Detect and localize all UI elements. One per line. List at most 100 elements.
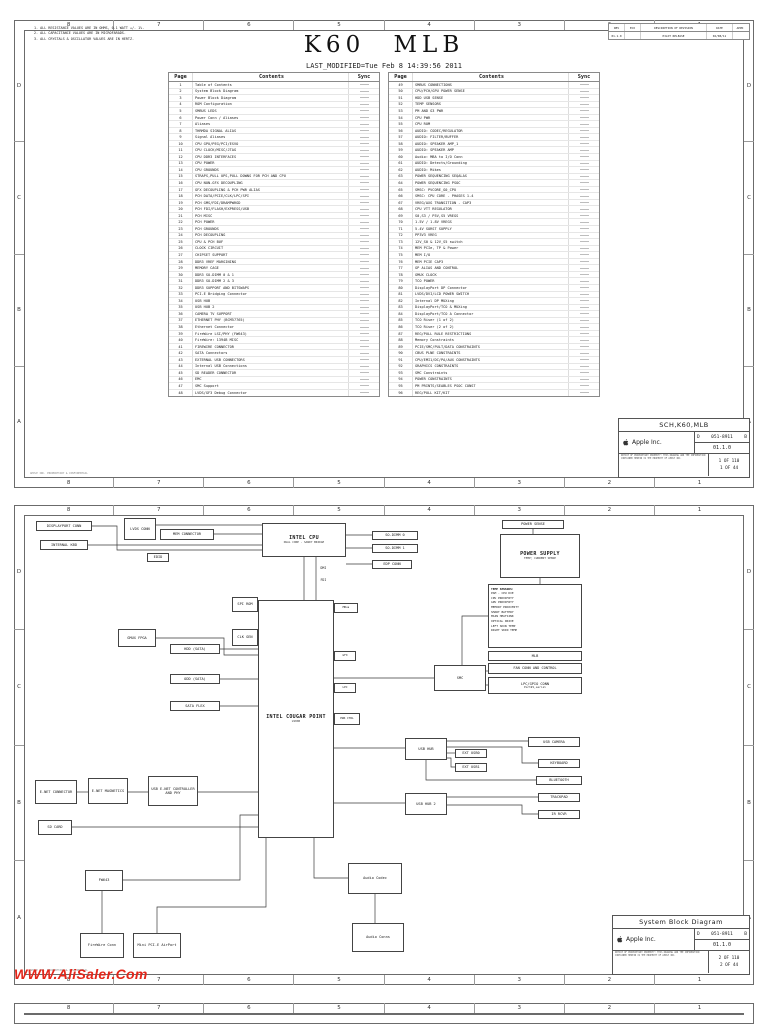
block-label: EDID xyxy=(153,555,163,560)
sync-mark xyxy=(359,378,369,380)
sync-mark xyxy=(579,162,589,164)
footer-note: APPLE INC. PROPRIETARY & CONFIDENTIAL xyxy=(30,472,88,475)
block-sublabel: Port#1,serial xyxy=(524,685,546,689)
edid-block: EDID xyxy=(147,553,169,562)
grid-col-label: 4 xyxy=(385,478,475,488)
toc-page-cell: 92 xyxy=(389,363,413,370)
toc-sync-cell xyxy=(569,278,599,284)
sync-mark xyxy=(579,149,589,151)
toc-contents-cell: Ethernet Connector xyxy=(193,324,349,330)
toc-contents-cell: 12V_S0 & 12V_S5 switch xyxy=(413,239,569,245)
toc-contents-cell: LVDS/DVI/LCD POWER SWITCH xyxy=(413,291,569,298)
toc-contents-cell: CPU GPU/PEG/PCI/ESVO xyxy=(193,140,349,147)
sync-mark xyxy=(359,182,369,184)
block-label: Mini PCI-E AirPort xyxy=(137,943,177,948)
grid-col-label: 6 xyxy=(204,975,295,985)
toc-contents-cell: FIREWIRE CONNECTOR xyxy=(193,343,349,350)
block-label: SO-DIMM 0 xyxy=(385,533,405,538)
toc-page-cell: 48 xyxy=(169,389,193,397)
toc-sync-cell xyxy=(569,377,599,383)
toc-page-cell: 86 xyxy=(389,324,413,330)
toc-sync-cell xyxy=(349,233,379,239)
grid-col-label: 7 xyxy=(114,20,205,30)
toc-sync-cell xyxy=(349,252,379,258)
block-label: SPI ROM xyxy=(237,602,253,607)
toc-page-cell: 65 xyxy=(389,186,413,193)
toc-sync-cell xyxy=(569,357,599,363)
block-label: ODD (SATA) xyxy=(184,676,206,681)
toc-sync-cell xyxy=(349,383,379,389)
grid-row-label: A xyxy=(17,914,21,921)
toc-contents-cell: PCH FDI/FLASH/EXPRESS/USB xyxy=(193,206,349,212)
sync-mark xyxy=(579,195,589,197)
toc-contents-cell: CPU GROUNDS xyxy=(193,167,349,173)
sync-mark xyxy=(359,306,369,308)
grid-col-label: 3 xyxy=(475,20,565,30)
sync-mark xyxy=(579,274,589,276)
block-label: Audio Codec xyxy=(363,876,387,881)
toc-page-cell: 5 xyxy=(169,108,193,114)
toc-page-cell: 18 xyxy=(169,193,193,199)
usb-enet-block: USB E-NET CONTROLLER AND PHY xyxy=(148,776,198,806)
block-sublabel: DUAL CORE - SANDY BRIDGE xyxy=(283,540,325,545)
sync-mark xyxy=(359,149,369,151)
toc-sync-cell xyxy=(349,239,379,245)
toc-sync-cell xyxy=(349,206,379,212)
toc-sync-cell xyxy=(569,337,599,343)
block-line: OPTICAL DRIVE xyxy=(491,618,514,623)
edp-conn-block: EDP CONN xyxy=(372,560,412,569)
sync-mark xyxy=(359,247,369,249)
block-label: BLUETOOTH xyxy=(549,778,569,783)
bluetooth-block: BLUETOOTH xyxy=(536,776,582,785)
toc-page-cell: 54 xyxy=(389,114,413,121)
toc-page-cell: 57 xyxy=(389,134,413,140)
toc-page-cell: 55 xyxy=(389,121,413,127)
toc-sync-cell xyxy=(569,305,599,311)
toc-contents-cell: GMUX CLOCK xyxy=(413,271,569,278)
note-3: 3. ALL CRYSTALS & OSCILLATOR VALUES ARE … xyxy=(34,36,135,41)
drawing-version: 01.1.0 xyxy=(712,942,732,948)
toc-page-cell: 71 xyxy=(389,226,413,232)
toc-sync-cell xyxy=(569,331,599,337)
trackpad-block: TRACKPAD xyxy=(538,793,580,802)
toc-sync-cell xyxy=(349,265,379,271)
toc-contents-cell: SMBUS CONNECTIONS xyxy=(413,82,569,88)
grid-row-label: A xyxy=(17,419,21,426)
toc-contents-cell: CPU/PCH/GPU POWER SENSE xyxy=(413,88,569,95)
block-label: MLB xyxy=(531,653,539,658)
grid-col-label: 1 xyxy=(697,1005,702,1011)
toc-sync-cell xyxy=(569,187,599,193)
gmux-block: GMUX FPGA xyxy=(118,629,156,647)
sync-mark xyxy=(579,169,589,171)
toc-sync-cell xyxy=(569,390,599,397)
toc-page-cell: 50 xyxy=(389,88,413,95)
block-label: POWER SENSE xyxy=(521,522,545,527)
toc-page-cell: 69 xyxy=(389,212,413,219)
sync-mark xyxy=(579,97,589,99)
toc-page-cell: 37 xyxy=(169,317,193,324)
pwr-ctrl-stub: PWR CTRL xyxy=(334,713,360,725)
sync-mark xyxy=(359,162,369,164)
toc-contents-cell: System Block Diagram xyxy=(193,88,349,95)
toc-page-cell: 87 xyxy=(389,330,413,337)
toc-page-cell: 76 xyxy=(389,258,413,265)
toc-sync-cell xyxy=(569,134,599,140)
